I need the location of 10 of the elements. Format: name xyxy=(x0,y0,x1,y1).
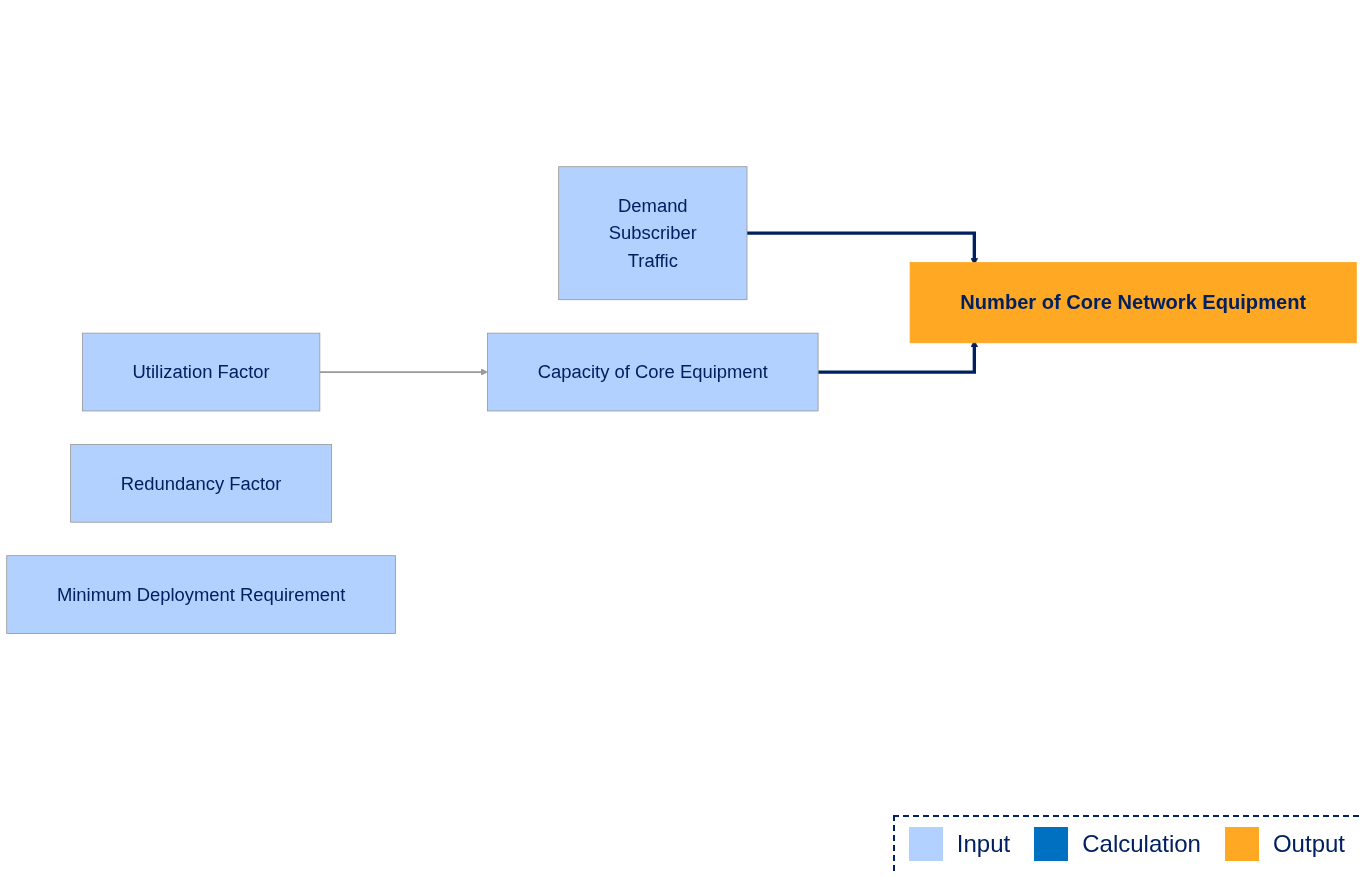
node-box: Capacity of Core Equipment xyxy=(487,332,819,412)
node-box: Utilization Factor xyxy=(81,332,321,412)
node-box: Number of Core Network Equipment xyxy=(909,261,1357,344)
node-box: Redundancy Factor xyxy=(70,443,333,523)
legend-label: Calculation xyxy=(1082,830,1201,858)
arrow xyxy=(319,368,488,376)
legend-label: Output xyxy=(1272,830,1345,858)
node-box: Demand Subscriber Traffic xyxy=(558,166,748,301)
node-box: Minimum Deployment Requirement xyxy=(6,555,396,634)
legend-label: Input xyxy=(956,830,1011,858)
